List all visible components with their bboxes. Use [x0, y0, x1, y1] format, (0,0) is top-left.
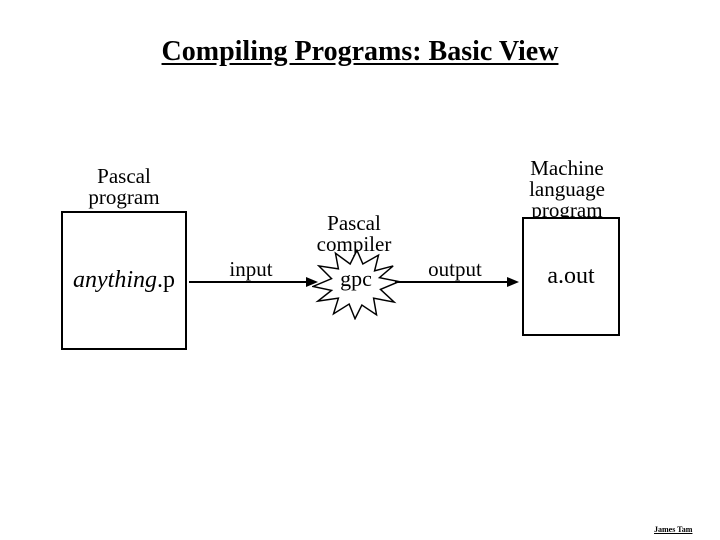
target-file-name: a.out: [547, 263, 595, 289]
input-arrow-shaft: [189, 281, 307, 283]
machine-language-box: a.out: [522, 217, 620, 336]
output-arrow-label: output: [428, 257, 482, 281]
output-arrow-head-icon: [507, 277, 519, 287]
machine-language-label: Machine language program: [529, 156, 605, 222]
pascal-program-box: anything.p: [61, 211, 187, 350]
source-file-name-italic: anything: [73, 267, 157, 293]
compiler-burst-icon: [312, 249, 400, 320]
source-file-name-suffix: .p: [157, 267, 175, 293]
author-credit: James Tam: [654, 525, 693, 534]
compiler-burst-text: gpc: [340, 266, 372, 291]
slide-title: Compiling Programs: Basic View: [161, 36, 559, 67]
output-arrow-shaft: [395, 281, 508, 283]
input-arrow-label: input: [229, 257, 273, 281]
source-file-name: anything.p: [73, 267, 175, 294]
input-arrow-head-icon: [306, 277, 318, 287]
pascal-program-label: Pascal program: [88, 164, 160, 209]
pascal-compiler-label: Pascal compiler: [316, 211, 392, 256]
